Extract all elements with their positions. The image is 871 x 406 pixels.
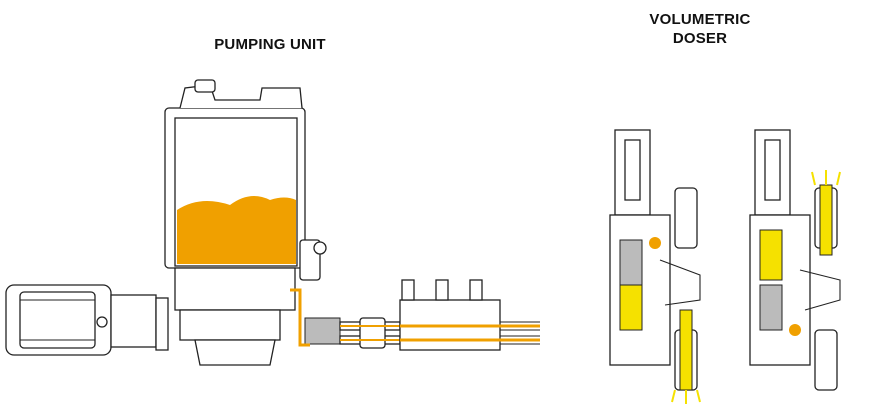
pump-body bbox=[174, 239, 341, 366]
volumetric-doser-title-line1: VOLUMETRIC bbox=[649, 11, 751, 28]
dosing-manifold bbox=[399, 279, 540, 351]
volumetric-doser-title: VOLUMETRIC DOSER bbox=[630, 10, 770, 48]
volumetric-doser-state-2 bbox=[749, 129, 841, 391]
outlet-piping bbox=[339, 317, 401, 349]
pumping-unit-title: PUMPING UNIT bbox=[214, 36, 326, 53]
electric-motor bbox=[5, 284, 169, 356]
volumetric-doser-title-line2: DOSER bbox=[672, 30, 728, 47]
pumping-unit-drawing bbox=[5, 79, 540, 366]
grease-reservoir bbox=[164, 79, 306, 269]
volumetric-doser-state-1 bbox=[609, 129, 701, 404]
